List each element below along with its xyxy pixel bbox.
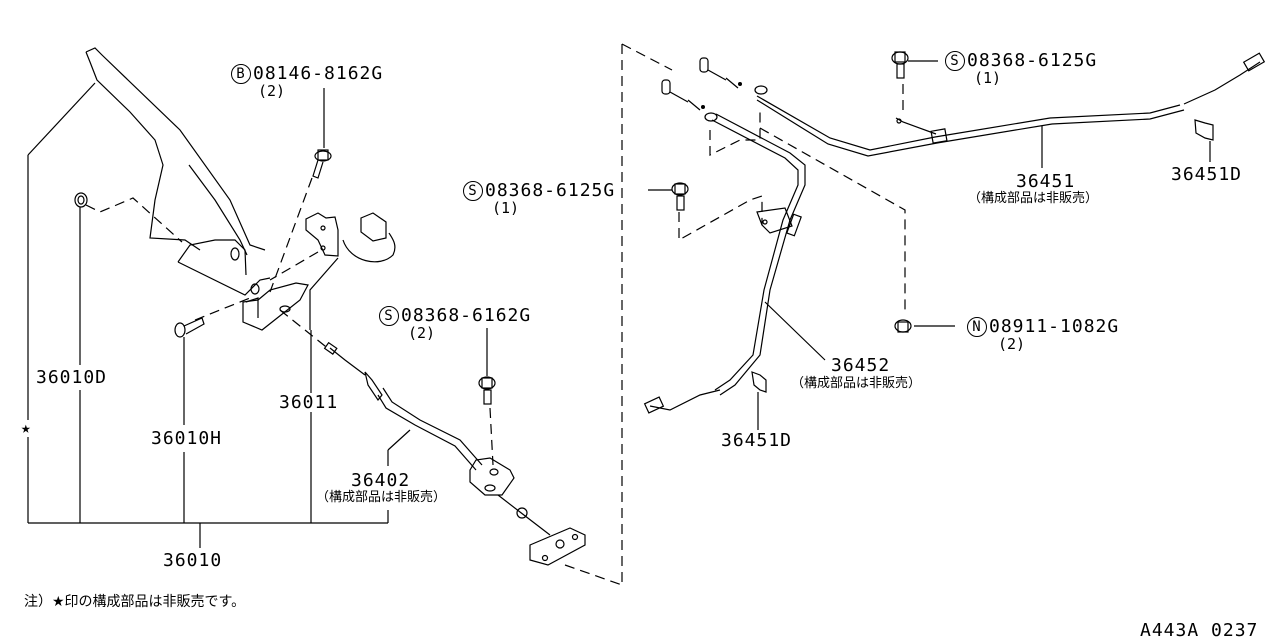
s-circle-icon: S: [463, 181, 483, 201]
fastener-number: 08368-6162G: [401, 305, 532, 326]
diagram-code: A443A 0237: [1140, 620, 1259, 641]
part-36451d-top[interactable]: 36451D: [1170, 164, 1244, 185]
part-36402[interactable]: 36402: [350, 470, 412, 491]
not-sold-note: （構成部品は非販売）: [316, 490, 447, 505]
lever-bracket: [242, 282, 309, 331]
s-circle-icon: S: [945, 51, 965, 71]
n-circle-icon: N: [967, 317, 987, 337]
right-leaders: [764, 126, 1043, 361]
screw-36010h: [174, 317, 205, 338]
fastener-qty: (1): [492, 199, 520, 217]
fastener-qty: (1): [974, 69, 1002, 87]
bolt-08368-6125-top: [891, 51, 938, 115]
grommet-36010d: [74, 192, 88, 208]
fastener-number: 08368-6125G: [485, 180, 616, 201]
fastener-number: 08911-1082G: [989, 316, 1120, 337]
rear-cable-36452: [643, 79, 806, 414]
front-cable-36402: [323, 341, 586, 566]
fastener-number: 08368-6125G: [967, 50, 1098, 71]
part-36011[interactable]: 36011: [278, 392, 340, 413]
part-36452[interactable]: 36452: [830, 355, 892, 376]
clip-36451d: [751, 119, 1214, 430]
not-sold-note: （構成部品は非販売）: [968, 191, 1099, 206]
section-divider: [564, 43, 673, 586]
bolt-08368-6162: [478, 328, 496, 466]
fastener-qty: (2): [258, 82, 286, 100]
b-circle-icon: B: [231, 64, 251, 84]
part-36451d-bottom[interactable]: 36451D: [720, 430, 794, 451]
nut-08911: [759, 127, 955, 333]
fastener-qty: (2): [408, 324, 436, 342]
fastener-number: 08146-8162G: [253, 63, 384, 84]
part-36010d[interactable]: 36010D: [35, 367, 109, 388]
s-circle-icon: S: [379, 306, 399, 326]
bolt-08368-6125-mid: [648, 110, 763, 242]
not-sold-note: （構成部品は非販売）: [791, 376, 922, 391]
left-leaders: [27, 82, 389, 548]
switch: [305, 212, 396, 330]
brake-lever: [85, 47, 271, 296]
part-36010h[interactable]: 36010H: [150, 428, 224, 449]
bolt-08146: [312, 149, 332, 179]
part-36010[interactable]: 36010: [162, 550, 224, 571]
part-36451[interactable]: 36451: [1015, 171, 1077, 192]
footnote: 注）★印の構成部品は非販売です。: [24, 594, 246, 610]
rear-cable-36451: [699, 52, 1266, 157]
star-icon: ★: [21, 418, 31, 437]
fastener-qty: (2): [998, 335, 1026, 353]
